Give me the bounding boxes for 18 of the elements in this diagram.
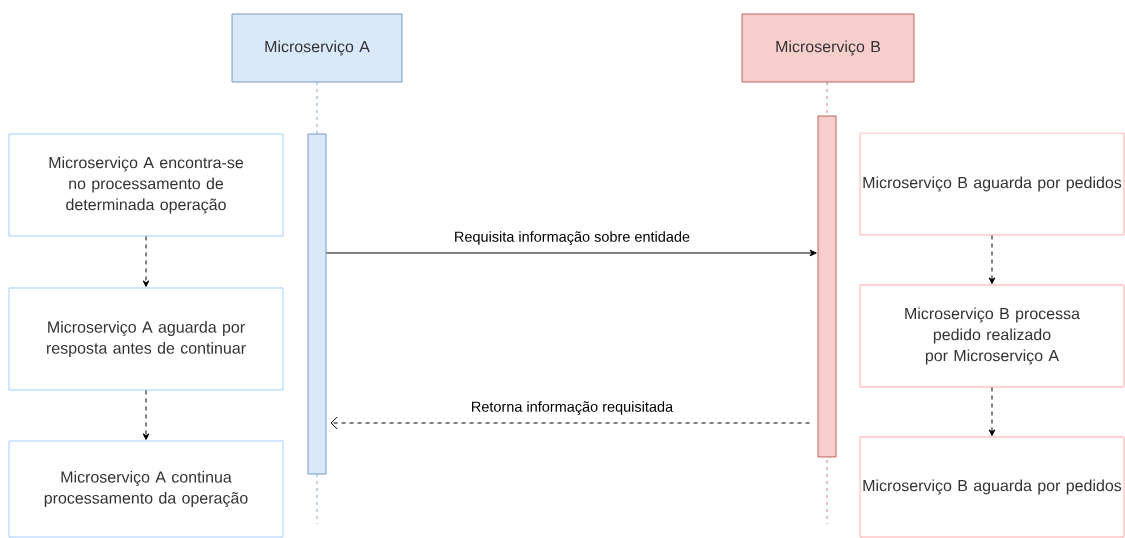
arrow [988, 386, 996, 436]
arrow [988, 234, 996, 284]
step-box: Microserviço B aguarda por pedidos [859, 436, 1125, 538]
activation-bar [307, 133, 327, 475]
lifeline-header: Microserviço B [741, 13, 915, 83]
edge-label: Retorna informação requisitada [469, 400, 675, 416]
step-box: Microserviço A aguarda por resposta antes de continuar [8, 287, 284, 391]
arrow [142, 235, 150, 287]
activation-bar [817, 115, 837, 458]
step-box: Microserviço A continua processamento da operação [8, 440, 284, 538]
arrow [142, 389, 150, 440]
edge-label: Requisita informação sobre entidade [452, 230, 692, 246]
step-box: Microserviço B aguarda por pedidos [859, 132, 1125, 236]
step-box: Microserviço A encontra-se no processamento de determinada operação [8, 133, 284, 237]
arrow [330, 416, 811, 430]
arrow [325, 249, 817, 257]
step-box: Microserviço B processa pedido realizado por Microserviço A [859, 284, 1125, 388]
lifeline-header: Microserviço A [231, 13, 403, 83]
